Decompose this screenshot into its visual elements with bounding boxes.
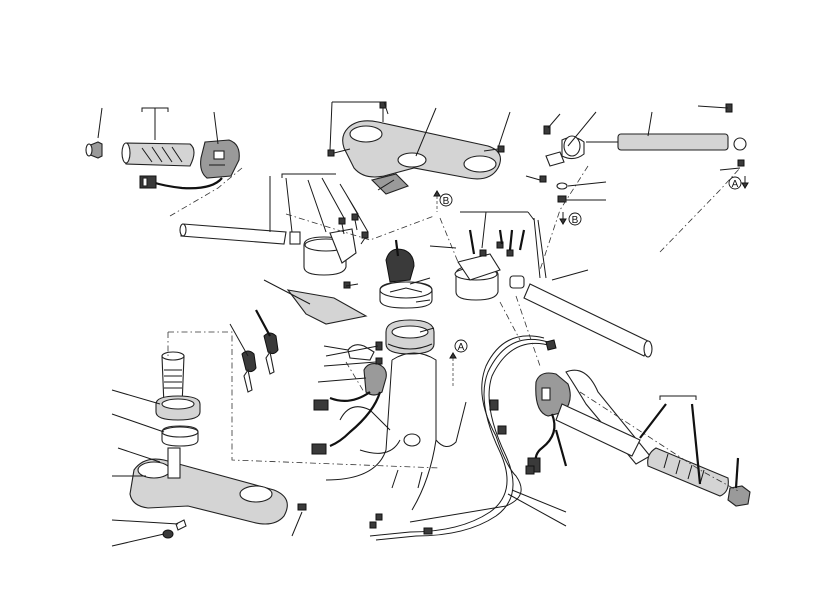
ignition-keys [241,332,279,393]
svg-text:A: A [732,179,739,190]
ref-marker-A-damper: A [728,176,749,190]
part-leader-lines [97,101,741,547]
right-clip-on-clamp [454,253,501,301]
ignition-switch-cover-plate [286,281,368,325]
left-bar-end-weight [85,141,103,159]
svg-text:B: B [572,215,579,226]
throttle-cables [369,335,557,541]
left-clamp-screws [338,213,369,245]
ignition-switch [311,341,387,455]
steering-head-bearing-cage [385,319,435,355]
left-handlebar-tube [179,223,301,245]
top-yoke [342,120,501,180]
ignition-lock-bracket [370,173,409,195]
ref-marker-B-damper: B [559,212,582,226]
right-switch-connector [527,413,556,473]
svg-text:A: A [458,342,465,353]
lower-bearing-seal [161,425,199,447]
right-clamp-screws [479,241,514,257]
ref-marker-A-steering-tube: A [449,339,468,386]
right-handlebar-tube [509,275,653,358]
steering-damper-mount-clamp [545,135,585,167]
phantom-assembly-lines [167,165,741,493]
steering-damper [586,133,747,151]
left-handlebar-grip [121,142,195,167]
ref-marker-B-top-yoke: B [433,190,453,212]
right-handlebar-grip [647,447,729,497]
throttle-tube [555,369,651,465]
steering-stem-shaft [161,351,185,407]
bottom-yoke-fasteners [162,503,307,539]
steering-head-bearing-upper [379,248,433,309]
left-switchgear [200,139,240,179]
left-switch-wiring-connector [139,175,223,190]
right-bar-end-weight [727,485,751,507]
lower-steering-bearing [155,395,201,421]
frame-headstock [325,352,467,511]
steering-damper-fasteners [539,103,745,203]
left-clip-on-clamp [303,228,357,276]
bottom-yoke [129,447,288,525]
svg-text:B: B [443,196,450,207]
